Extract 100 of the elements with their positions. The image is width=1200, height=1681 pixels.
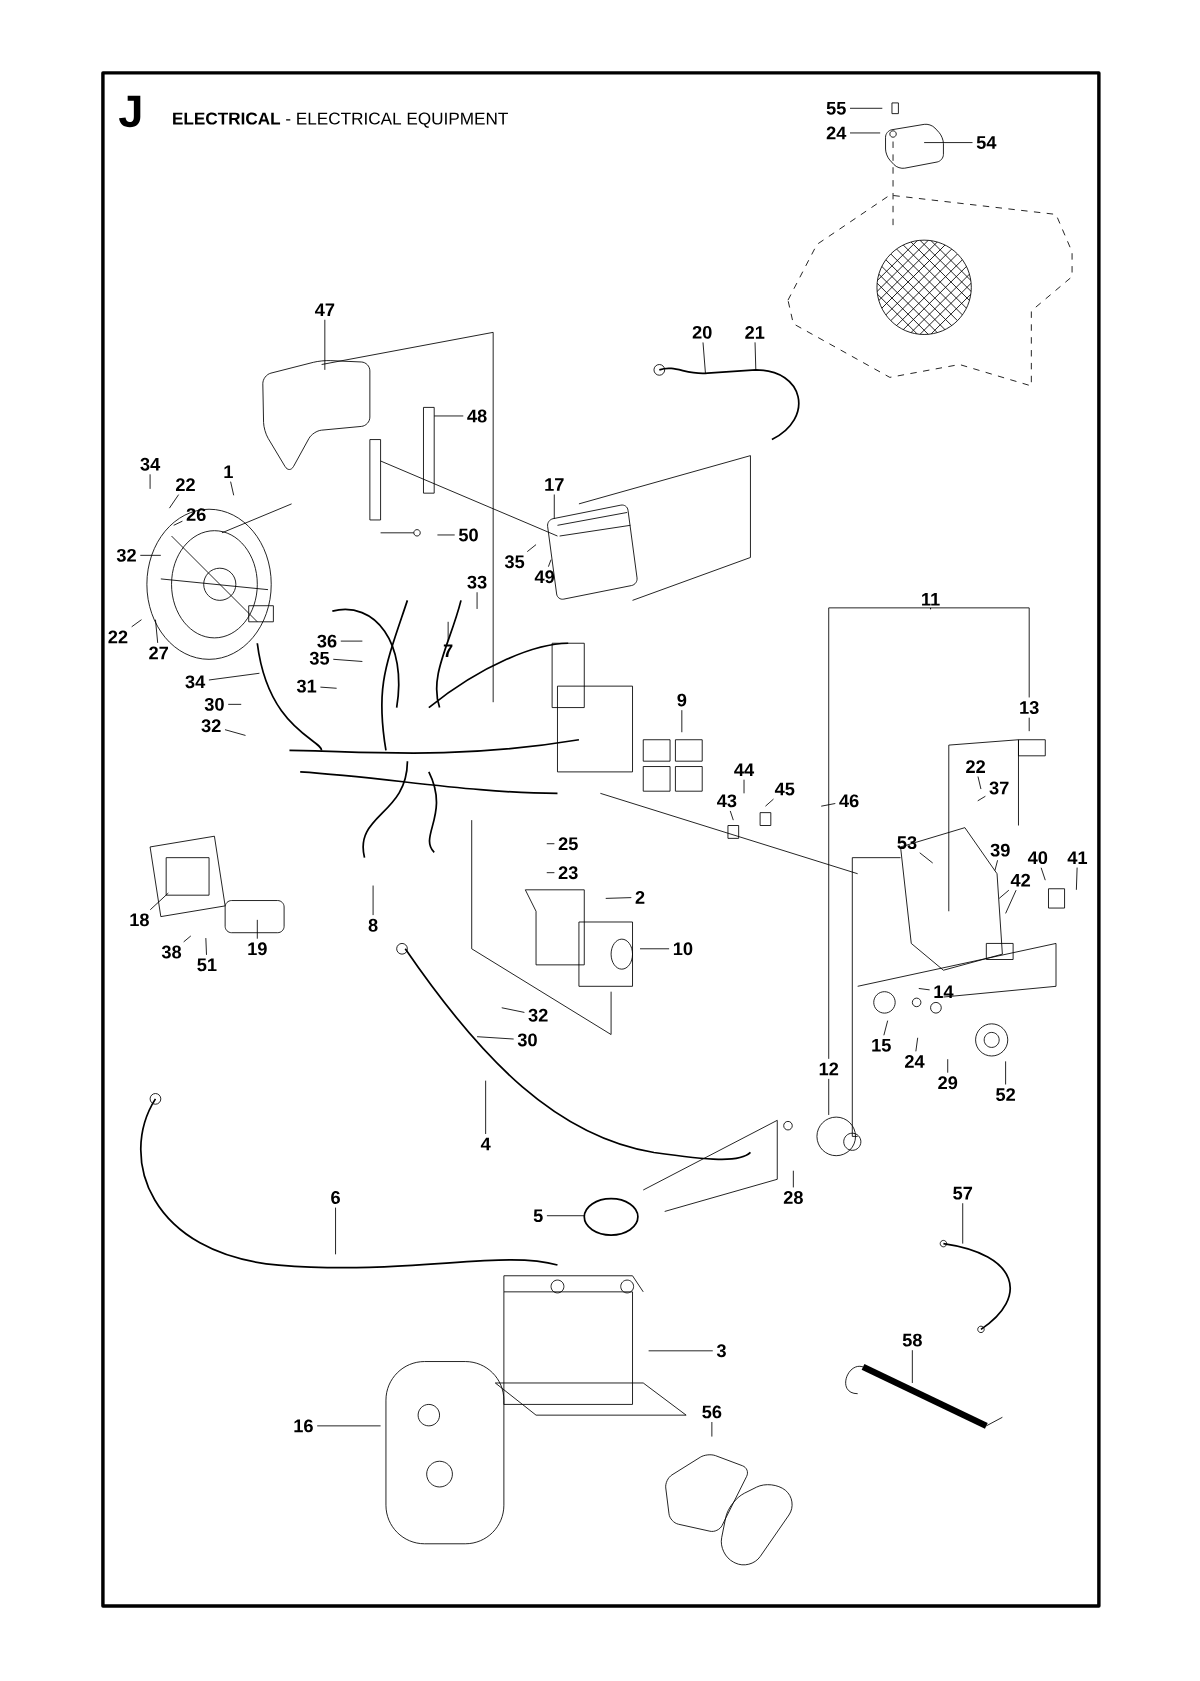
callout-number: 13: [1020, 701, 1039, 715]
callout-number: 40: [1028, 851, 1048, 865]
leader-line: [501, 1007, 525, 1013]
leader-line: [1005, 1060, 1007, 1085]
leader-line: [977, 795, 986, 802]
callout-number: 58: [902, 1333, 923, 1347]
callout-number: 42: [1010, 873, 1031, 887]
leader-line: [919, 852, 934, 864]
callout-number: 26: [186, 508, 206, 522]
callout-number: 6: [331, 1191, 341, 1204]
leader-line: [546, 872, 555, 874]
leader-line: [546, 843, 555, 845]
leader-line: [485, 1080, 487, 1135]
leader-line: [447, 621, 449, 642]
callout-number: 46: [839, 794, 859, 808]
callout-number: 4: [481, 1137, 491, 1151]
callout-number: 32: [201, 719, 221, 733]
callout-number: 43: [717, 794, 737, 808]
callout-number: 35: [505, 555, 525, 569]
callout-number: 22: [966, 760, 986, 773]
callout-number: 38: [161, 945, 182, 959]
leader-line: [205, 937, 208, 956]
leader-line: [793, 1170, 794, 1188]
callout-number: 17: [545, 478, 564, 491]
leader-line: [183, 935, 192, 943]
callout-number: 2: [635, 891, 645, 904]
callout-number: 47: [315, 303, 335, 317]
leader-line: [320, 686, 338, 689]
callout-number: 12: [819, 1062, 839, 1076]
callout-number: 30: [517, 1033, 537, 1047]
leader-line: [711, 1421, 713, 1437]
callout-number: 15: [872, 1038, 892, 1052]
callout-number: 39: [990, 843, 1010, 857]
leader-line: [730, 810, 734, 821]
leader-line: [476, 1036, 515, 1040]
callout-number: 34: [185, 675, 206, 689]
leader-line: [169, 494, 180, 509]
leader-line: [433, 415, 464, 417]
callout-number: 32: [528, 1008, 548, 1022]
leader-line: [912, 1349, 913, 1384]
callout-number: 10: [674, 942, 693, 956]
leader-line: [977, 776, 982, 790]
callout-number: 5: [533, 1209, 543, 1223]
callout-number: 1: [224, 465, 234, 478]
leader-line: [230, 481, 235, 496]
leader-line: [1005, 889, 1017, 914]
callout-number: 28: [784, 1191, 804, 1204]
callout-number: 41: [1067, 851, 1088, 864]
callout-number: 29: [938, 1076, 958, 1090]
callout-number: 22: [176, 478, 196, 491]
leader-line: [820, 803, 836, 807]
callout-number: 14: [934, 985, 954, 998]
leader-line: [554, 494, 555, 520]
callout-number: 52: [996, 1088, 1016, 1102]
leader-line: [548, 559, 552, 568]
leader-line: [437, 534, 456, 536]
callout-number: 45: [775, 782, 795, 796]
callout-number: 18: [130, 913, 150, 927]
callout-number: 54: [976, 136, 997, 149]
leader-line: [994, 859, 999, 871]
title: ELECTRICAL - ELECTRICAL EQUIPMENT: [173, 112, 509, 128]
callout-number: 21: [745, 326, 765, 339]
callout-number: 3: [717, 1344, 727, 1358]
leader-line: [915, 1037, 919, 1052]
leader-line: [257, 919, 258, 940]
callout-number: 9: [677, 693, 687, 707]
section-letter: J: [119, 95, 141, 128]
leader-line: [227, 703, 242, 705]
leader-line: [1028, 717, 1030, 732]
callout-number: 30: [204, 697, 224, 711]
leader-line: [224, 729, 247, 736]
leader-line: [208, 672, 261, 681]
leader-line: [340, 640, 363, 642]
callout-number: 35: [309, 651, 330, 665]
callout-number: 19: [248, 942, 267, 956]
leader-line: [1040, 867, 1046, 881]
leader-line: [150, 892, 169, 911]
callout-number: 57: [953, 1186, 973, 1200]
callout-number: 51: [197, 958, 217, 972]
callout-number: 34: [140, 457, 161, 471]
callout-number: 33: [467, 575, 487, 589]
callout-number: 36: [317, 634, 337, 648]
leader-line: [681, 709, 683, 733]
callout-number: 31: [297, 679, 317, 693]
leader-line: [316, 1425, 382, 1427]
leader-line: [140, 554, 162, 556]
leader-line: [648, 1350, 714, 1352]
callout-number: 37: [989, 781, 1009, 795]
leader-line: [335, 1207, 337, 1255]
callout-number: 24: [826, 126, 847, 140]
callout-number: 16: [294, 1419, 314, 1433]
callout-number: 11: [922, 593, 940, 606]
callout-number: 32: [116, 548, 137, 562]
leader-line: [765, 798, 775, 807]
callout-number: 48: [467, 409, 487, 423]
leader-line: [754, 341, 757, 371]
leader-line: [743, 779, 745, 794]
callout-number: 20: [692, 325, 712, 339]
leader-line: [947, 1058, 949, 1074]
callout-number: 56: [702, 1405, 722, 1419]
